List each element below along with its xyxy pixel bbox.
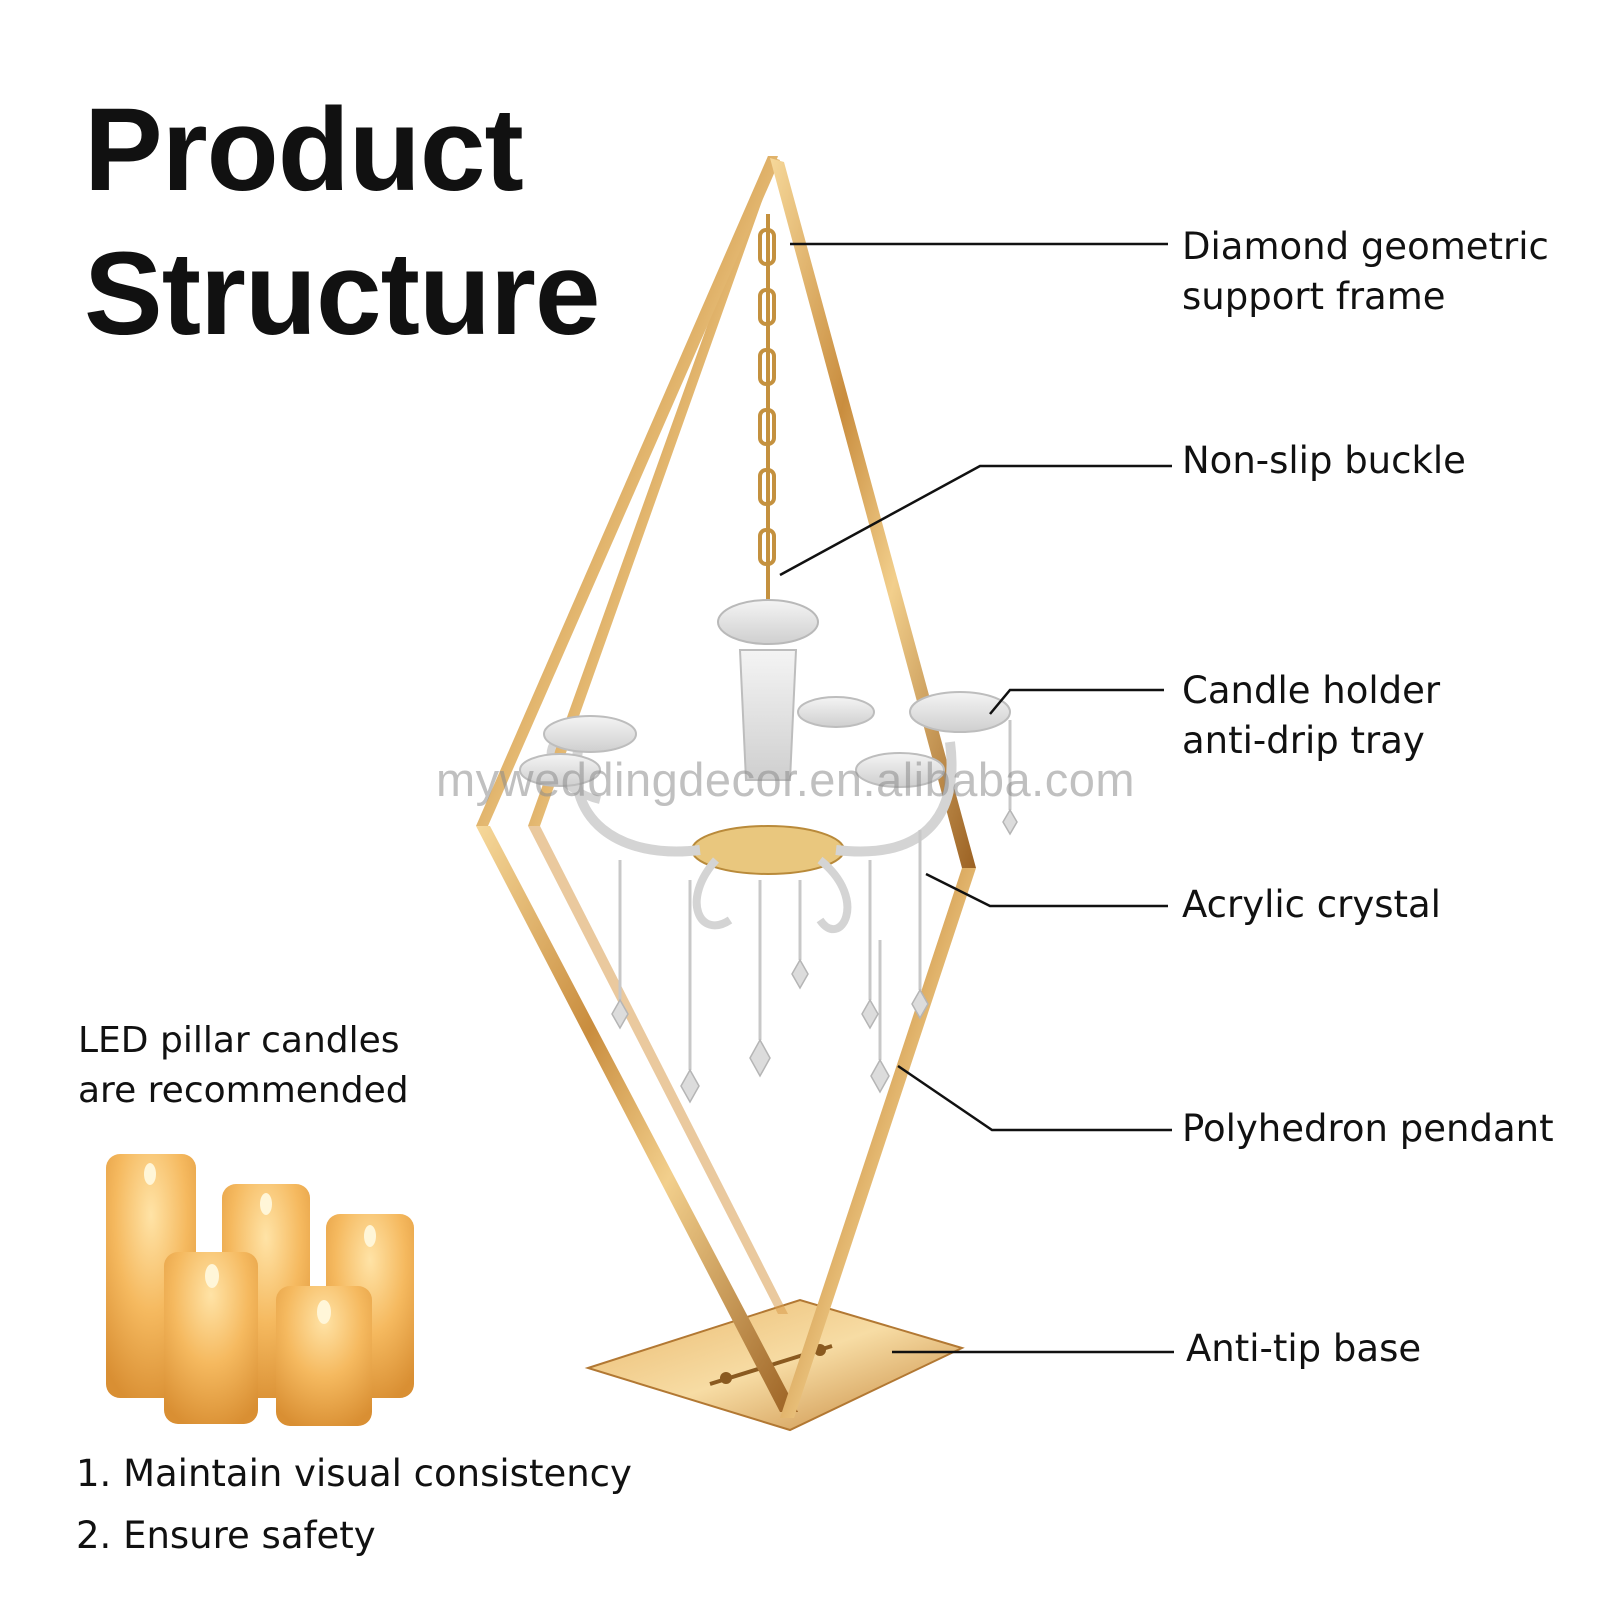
callout-crystal-line-1: Acrylic crystal [1182, 883, 1441, 926]
callout-frame-line-2: support frame [1182, 275, 1446, 318]
callout-pendant: Polyhedron pendant [1182, 1104, 1554, 1154]
base-screw [720, 1372, 732, 1384]
leader-line-buckle [779, 464, 1172, 577]
callout-lines [779, 242, 1174, 1354]
led-recommendation: LED pillar candles are recommended [78, 1016, 409, 1116]
leader-line-crystal [925, 872, 1168, 908]
candle-cup [797, 696, 875, 728]
flame-icon [144, 1163, 376, 1324]
callout-buckle: Non-slip buckle [1182, 436, 1466, 486]
callout-base-line-1: Anti-tip base [1186, 1327, 1422, 1370]
callout-tray-line-1: Candle holder [1182, 669, 1441, 712]
hanging-chain [758, 214, 776, 600]
page-title: Product Structure [84, 78, 601, 366]
callout-tray: Candle holder anti-drip tray [1182, 666, 1440, 766]
candle-cup [543, 715, 637, 753]
callout-tray-line-2: anti-drip tray [1182, 719, 1425, 762]
callout-crystal: Acrylic crystal [1182, 880, 1441, 930]
title-line-1: Product [84, 84, 524, 216]
callout-frame: Diamond geometric support frame [1182, 222, 1549, 322]
led-candle [276, 1286, 372, 1426]
callout-base: Anti-tip base [1186, 1324, 1421, 1374]
led-candles-illustration [106, 1154, 414, 1426]
callout-buckle-line-1: Non-slip buckle [1182, 439, 1466, 482]
led-recommendation-line-2: are recommended [78, 1070, 409, 1111]
watermark: myweddingdecor.en.alibaba.com [436, 753, 1136, 806]
benefit-item: 1. Maintain visual consistency [76, 1452, 632, 1495]
candle-cup [519, 753, 601, 787]
candle-cup [909, 691, 1011, 733]
leader-line-pendant [897, 1064, 1172, 1132]
led-candle [164, 1252, 258, 1424]
candle-cup [855, 752, 945, 788]
benefit-item: 2. Ensure safety [76, 1514, 376, 1557]
led-recommendation-line-1: LED pillar candles [78, 1020, 400, 1061]
callout-pendant-line-1: Polyhedron pendant [1182, 1107, 1554, 1150]
callout-frame-line-1: Diamond geometric [1182, 225, 1549, 268]
title-line-2: Structure [84, 228, 601, 360]
leader-line-tray [989, 688, 1164, 715]
crystal-chandelier [519, 599, 1018, 1104]
